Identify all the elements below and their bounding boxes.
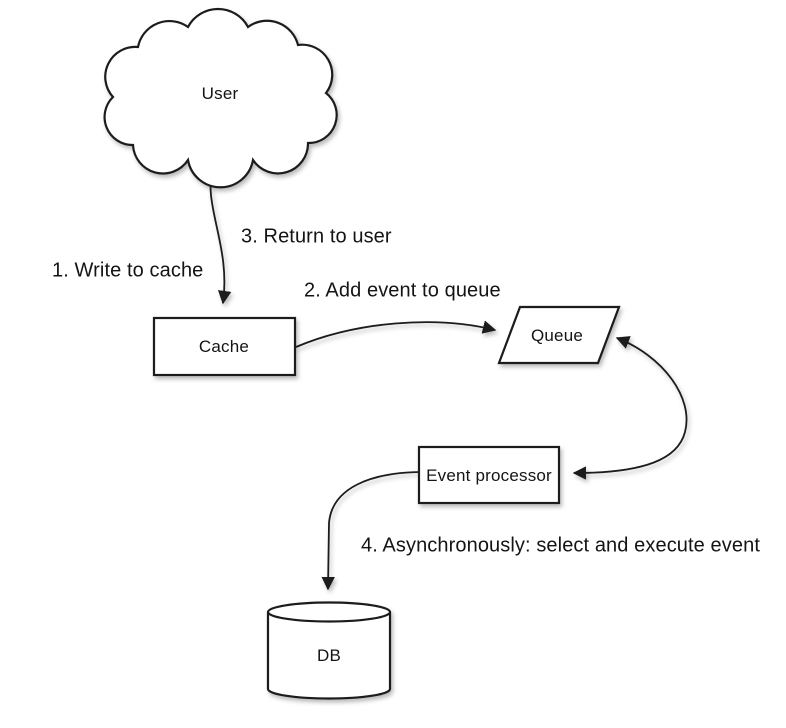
event-processor-node-label: Event processor	[426, 466, 552, 485]
annotation-step4: 4. Asynchronously: select and execute ev…	[361, 534, 760, 557]
annotation-step1: 1. Write to cache	[52, 259, 204, 282]
annotation-step3: 3. Return to user	[241, 225, 392, 248]
cache-node-label: Cache	[198, 337, 250, 356]
event-processor-box-shape	[417, 445, 561, 505]
user-cloud-shape	[103, 7, 338, 189]
annotation-step2: 2. Add event to queue	[304, 279, 501, 302]
db-cylinder-body-shape	[266, 612, 392, 700]
edge-cache-to-queue-arrow	[295, 320, 497, 348]
edge-queue-event-processor-arrow	[572, 336, 688, 480]
queue-parallelogram-shape	[497, 305, 621, 365]
edge-event-processor-to-db-arrow	[321, 471, 420, 591]
user-node-label: User	[201, 84, 239, 103]
queue-node-label: Queue	[530, 326, 584, 345]
db-cylinder-top-shape	[266, 601, 392, 623]
cache-box-shape	[152, 316, 297, 377]
db-node-label: DB	[316, 646, 342, 665]
